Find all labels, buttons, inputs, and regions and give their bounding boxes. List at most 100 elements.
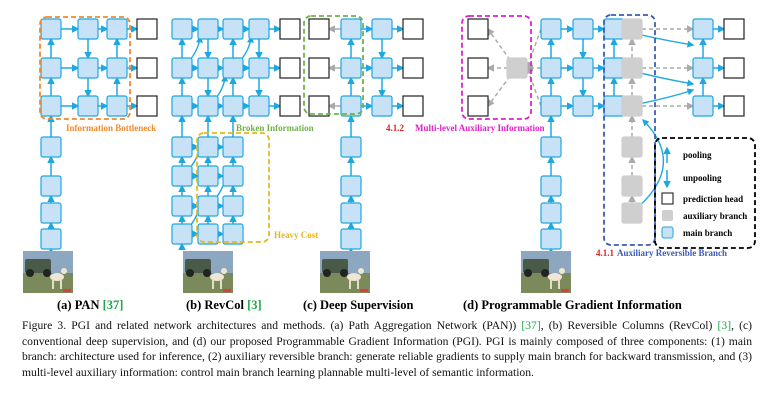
caption-prefix: Figure 3. PGI and related network archit…: [22, 319, 517, 332]
prediction-head: [308, 95, 330, 117]
main-block: [692, 18, 714, 40]
panel-a-label: (a) PAN [37]: [57, 298, 123, 313]
prediction-head: [279, 95, 301, 117]
main-block: [197, 136, 219, 158]
panel-a-letter: (a): [57, 298, 72, 312]
panel-d-label: (d) Programmable Gradient Information: [463, 298, 682, 313]
prediction-head: [308, 57, 330, 79]
main-branch-block: [340, 202, 362, 224]
main-block: [248, 57, 270, 79]
prediction-head: [723, 18, 745, 40]
auxiliary-branch-block: [506, 57, 528, 79]
main-branch-block: [40, 228, 62, 250]
multilevel-gradient-arrow: [487, 75, 511, 108]
annotation-frames-layer: [39, 14, 756, 249]
input-image-a: [23, 251, 73, 293]
panel-a-ref[interactable]: [37]: [102, 298, 124, 312]
panel-d-letter: (d): [463, 298, 479, 312]
main-branch-block: [540, 202, 562, 224]
multilevel-auxiliary-label: Multi-level Auxiliary Information: [415, 123, 545, 133]
main-block: [540, 57, 562, 79]
panel-b-letter: (b): [186, 298, 202, 312]
main-block: [40, 18, 62, 40]
connections-layer: [47, 25, 726, 255]
main-block: [572, 18, 594, 40]
reversible-curve-arrow: [240, 35, 254, 61]
panel-c-title: Deep Supervision: [320, 298, 414, 312]
caption-ref-3[interactable]: [3]: [717, 319, 732, 332]
multilevel-section-number: 4.1.2: [386, 123, 405, 133]
main-branch-block: [540, 228, 562, 250]
multilevel-auxiliary-frame: [461, 15, 532, 120]
main-block: [692, 95, 714, 117]
prediction-head: [279, 18, 301, 40]
main-block: [692, 57, 714, 79]
auxiliary-reversible-frame: [603, 14, 656, 246]
heavy-cost-label: Heavy Cost: [274, 230, 318, 240]
main-block: [106, 57, 128, 79]
deep-supervision-frame: [303, 15, 364, 115]
main-block: [77, 95, 99, 117]
panel-c-letter: (c): [303, 298, 317, 312]
panel-b-ref[interactable]: [3]: [247, 298, 262, 312]
main-block: [171, 95, 193, 117]
main-block: [340, 95, 362, 117]
auxiliary-branch-block: [621, 57, 643, 79]
legend-prediction-head-label: prediction head: [683, 194, 743, 204]
reversible-curve-arrow: [189, 35, 203, 61]
panel-a-title: PAN: [74, 298, 100, 312]
main-block: [77, 57, 99, 79]
main-block: [171, 223, 193, 245]
main-block: [222, 95, 244, 117]
main-block: [106, 95, 128, 117]
main-block: [222, 165, 244, 187]
prediction-head: [467, 18, 489, 40]
main-branch-block: [340, 175, 362, 197]
prediction-head: [467, 57, 489, 79]
main-block: [572, 95, 594, 117]
main-block: [340, 18, 362, 40]
panel-c-label: (c) Deep Supervision: [303, 298, 413, 313]
main-branch-block: [540, 136, 562, 158]
main-branch-block: [40, 136, 62, 158]
main-block: [171, 165, 193, 187]
blocks-layer: [23, 18, 745, 293]
main-block: [197, 223, 219, 245]
legend-unpooling-label: unpooling: [683, 173, 722, 183]
prediction-head: [279, 57, 301, 79]
prediction-head: [723, 95, 745, 117]
main-block: [197, 18, 219, 40]
main-branch-block: [340, 228, 362, 250]
multilevel-gradient-arrow: [525, 66, 542, 107]
main-block: [222, 18, 244, 40]
main-block: [371, 95, 393, 117]
main-block: [197, 95, 219, 117]
auxiliary-branch-block: [621, 18, 643, 40]
heavy-cost-frame: [196, 132, 270, 243]
reversible-curve-arrow: [215, 74, 229, 99]
legend-prediction-head-swatch: [661, 192, 674, 205]
main-block: [197, 57, 219, 79]
main-block: [222, 223, 244, 245]
main-block: [603, 95, 625, 117]
main-branch-block: [540, 175, 562, 197]
input-image-c: [320, 251, 370, 293]
prediction-head: [136, 95, 158, 117]
main-block: [371, 18, 393, 40]
main-block: [40, 95, 62, 117]
main-block: [222, 195, 244, 217]
panel-b-label: (b) RevCol [3]: [186, 298, 262, 313]
main-block: [603, 57, 625, 79]
main-block: [248, 18, 270, 40]
caption-rest: , (c) conventional deep supervision, and…: [22, 319, 752, 379]
main-block: [171, 18, 193, 40]
main-block: [106, 18, 128, 40]
main-block: [171, 57, 193, 79]
main-branch-block: [340, 136, 362, 158]
prediction-head: [402, 95, 424, 117]
main-block: [340, 57, 362, 79]
prediction-head: [402, 18, 424, 40]
input-image-d: [521, 251, 571, 293]
caption-ref-37[interactable]: [37]: [521, 319, 541, 332]
